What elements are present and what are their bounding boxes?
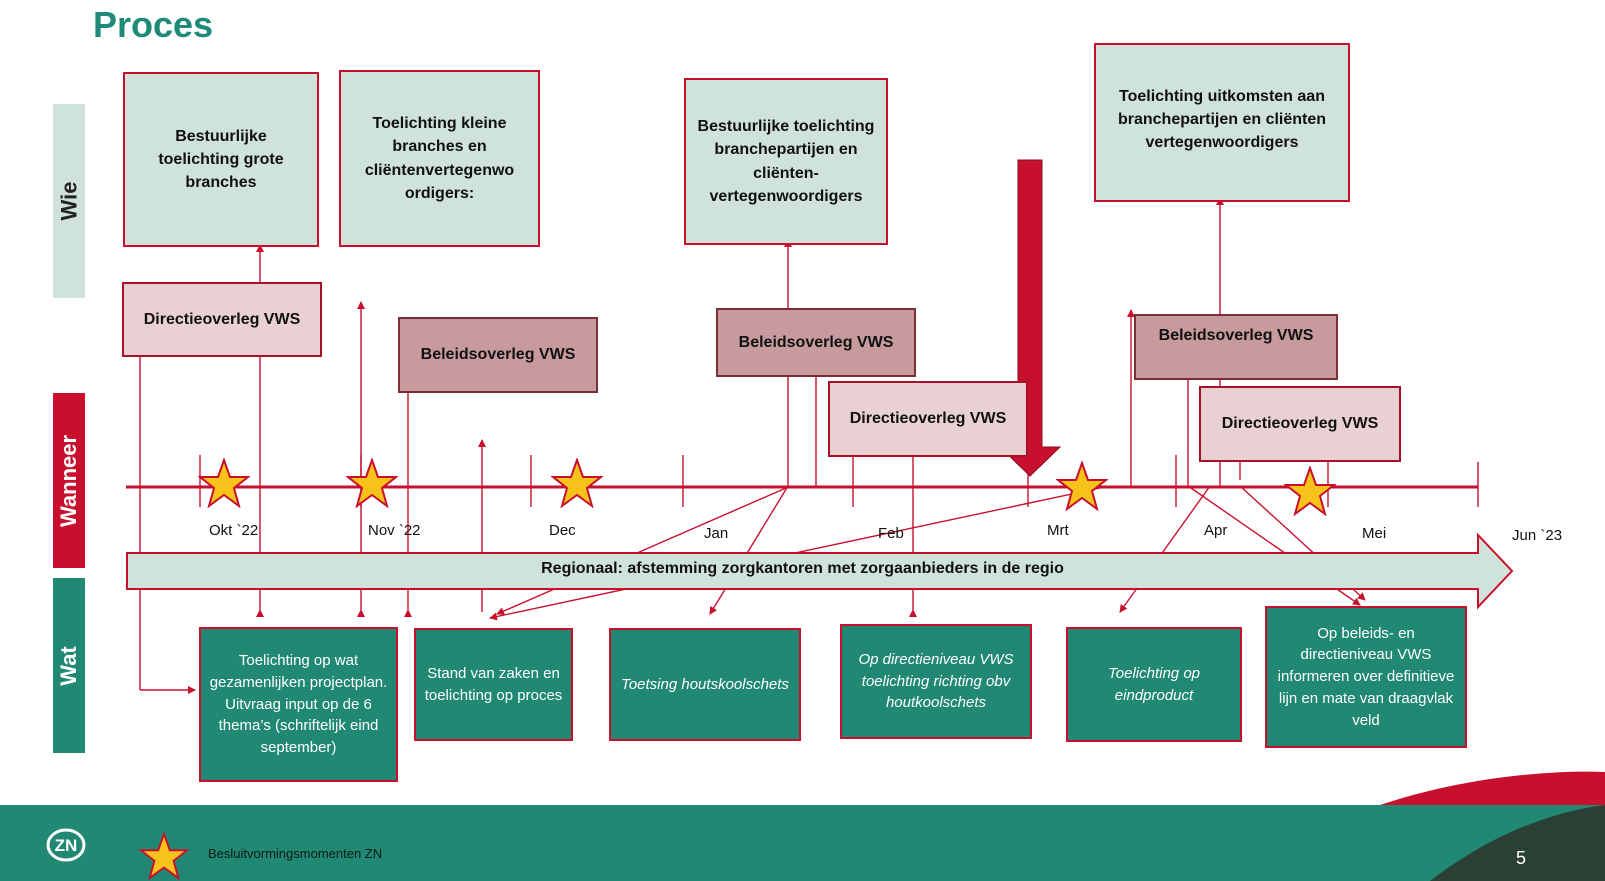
wat-box-eindproduct: Toelichting op eindproduct (1066, 627, 1242, 742)
month-label-dec: Dec (549, 522, 576, 539)
svg-text:ZN: ZN (55, 836, 78, 855)
row-label-wie: Wie (53, 104, 85, 298)
footer-band (0, 805, 1605, 881)
star-icon (1284, 466, 1336, 516)
wat-box-stand-van-zaken: Stand van zaken en toelichting op proces (414, 628, 573, 741)
month-label-nov: Nov `22 (368, 522, 421, 539)
legend-star-icon (138, 832, 190, 880)
wie-box-grote-branches: Bestuurlijke toelichting grote branches (123, 72, 319, 247)
zn-logo: ZN (40, 825, 92, 865)
wat-box-informeren: Op beleids- en directieniveau VWS inform… (1265, 606, 1467, 748)
star-icon (551, 458, 603, 508)
wie-box-branchepartijen: Bestuurlijke toelichting branchepartijen… (684, 78, 888, 245)
row-label-wat: Wat (53, 578, 85, 753)
wat-box-projectplan: Toelichting op wat gezamenlijken project… (199, 627, 398, 782)
page-title: Proces (93, 4, 214, 45)
star-icon (346, 458, 398, 508)
row-label-wanneer: Wanneer (53, 393, 85, 568)
beleidsoverleg-box-2: Beleidsoverleg VWS (716, 308, 916, 377)
beleidsoverleg-box-1: Beleidsoverleg VWS (398, 317, 598, 393)
directieoverleg-box-2: Directieoverleg VWS (828, 381, 1028, 457)
month-label-jan: Jan (704, 525, 729, 542)
regional-arrow-shape (126, 532, 1514, 610)
wie-box-kleine-branches: Toelichting kleine branches en cliëntenv… (339, 70, 540, 247)
wie-box-uitkomsten: Toelichting uitkomsten aan branchepartij… (1094, 43, 1350, 202)
month-label-apr: Apr (1204, 522, 1228, 539)
month-label-mrt: Mrt (1047, 522, 1069, 539)
wat-box-directieniveau: Op directieniveau VWS toelichting richti… (840, 624, 1032, 739)
star-icon (1056, 461, 1108, 511)
month-label-feb: Feb (878, 525, 904, 542)
month-label-mei: Mei (1362, 525, 1387, 542)
page-number: 5 (1516, 848, 1527, 868)
star-icon (198, 458, 250, 508)
wat-box-toetsing: Toetsing houtskoolschets (609, 628, 801, 741)
directieoverleg-box-1: Directieoverleg VWS (122, 282, 322, 357)
directieoverleg-box-3: Directieoverleg VWS (1199, 386, 1401, 462)
legend-label: Besluitvormingsmomenten ZN (208, 846, 383, 861)
zn-logo-icon: ZN (46, 828, 86, 862)
regional-arrow-label: Regionaal: afstemming zorgkantoren met z… (541, 560, 1064, 577)
beleidsoverleg-box-3: Beleidsoverleg VWS (1134, 314, 1338, 380)
month-label-jun: Jun `23 (1512, 527, 1563, 544)
month-label-okt: Okt `22 (209, 522, 259, 539)
